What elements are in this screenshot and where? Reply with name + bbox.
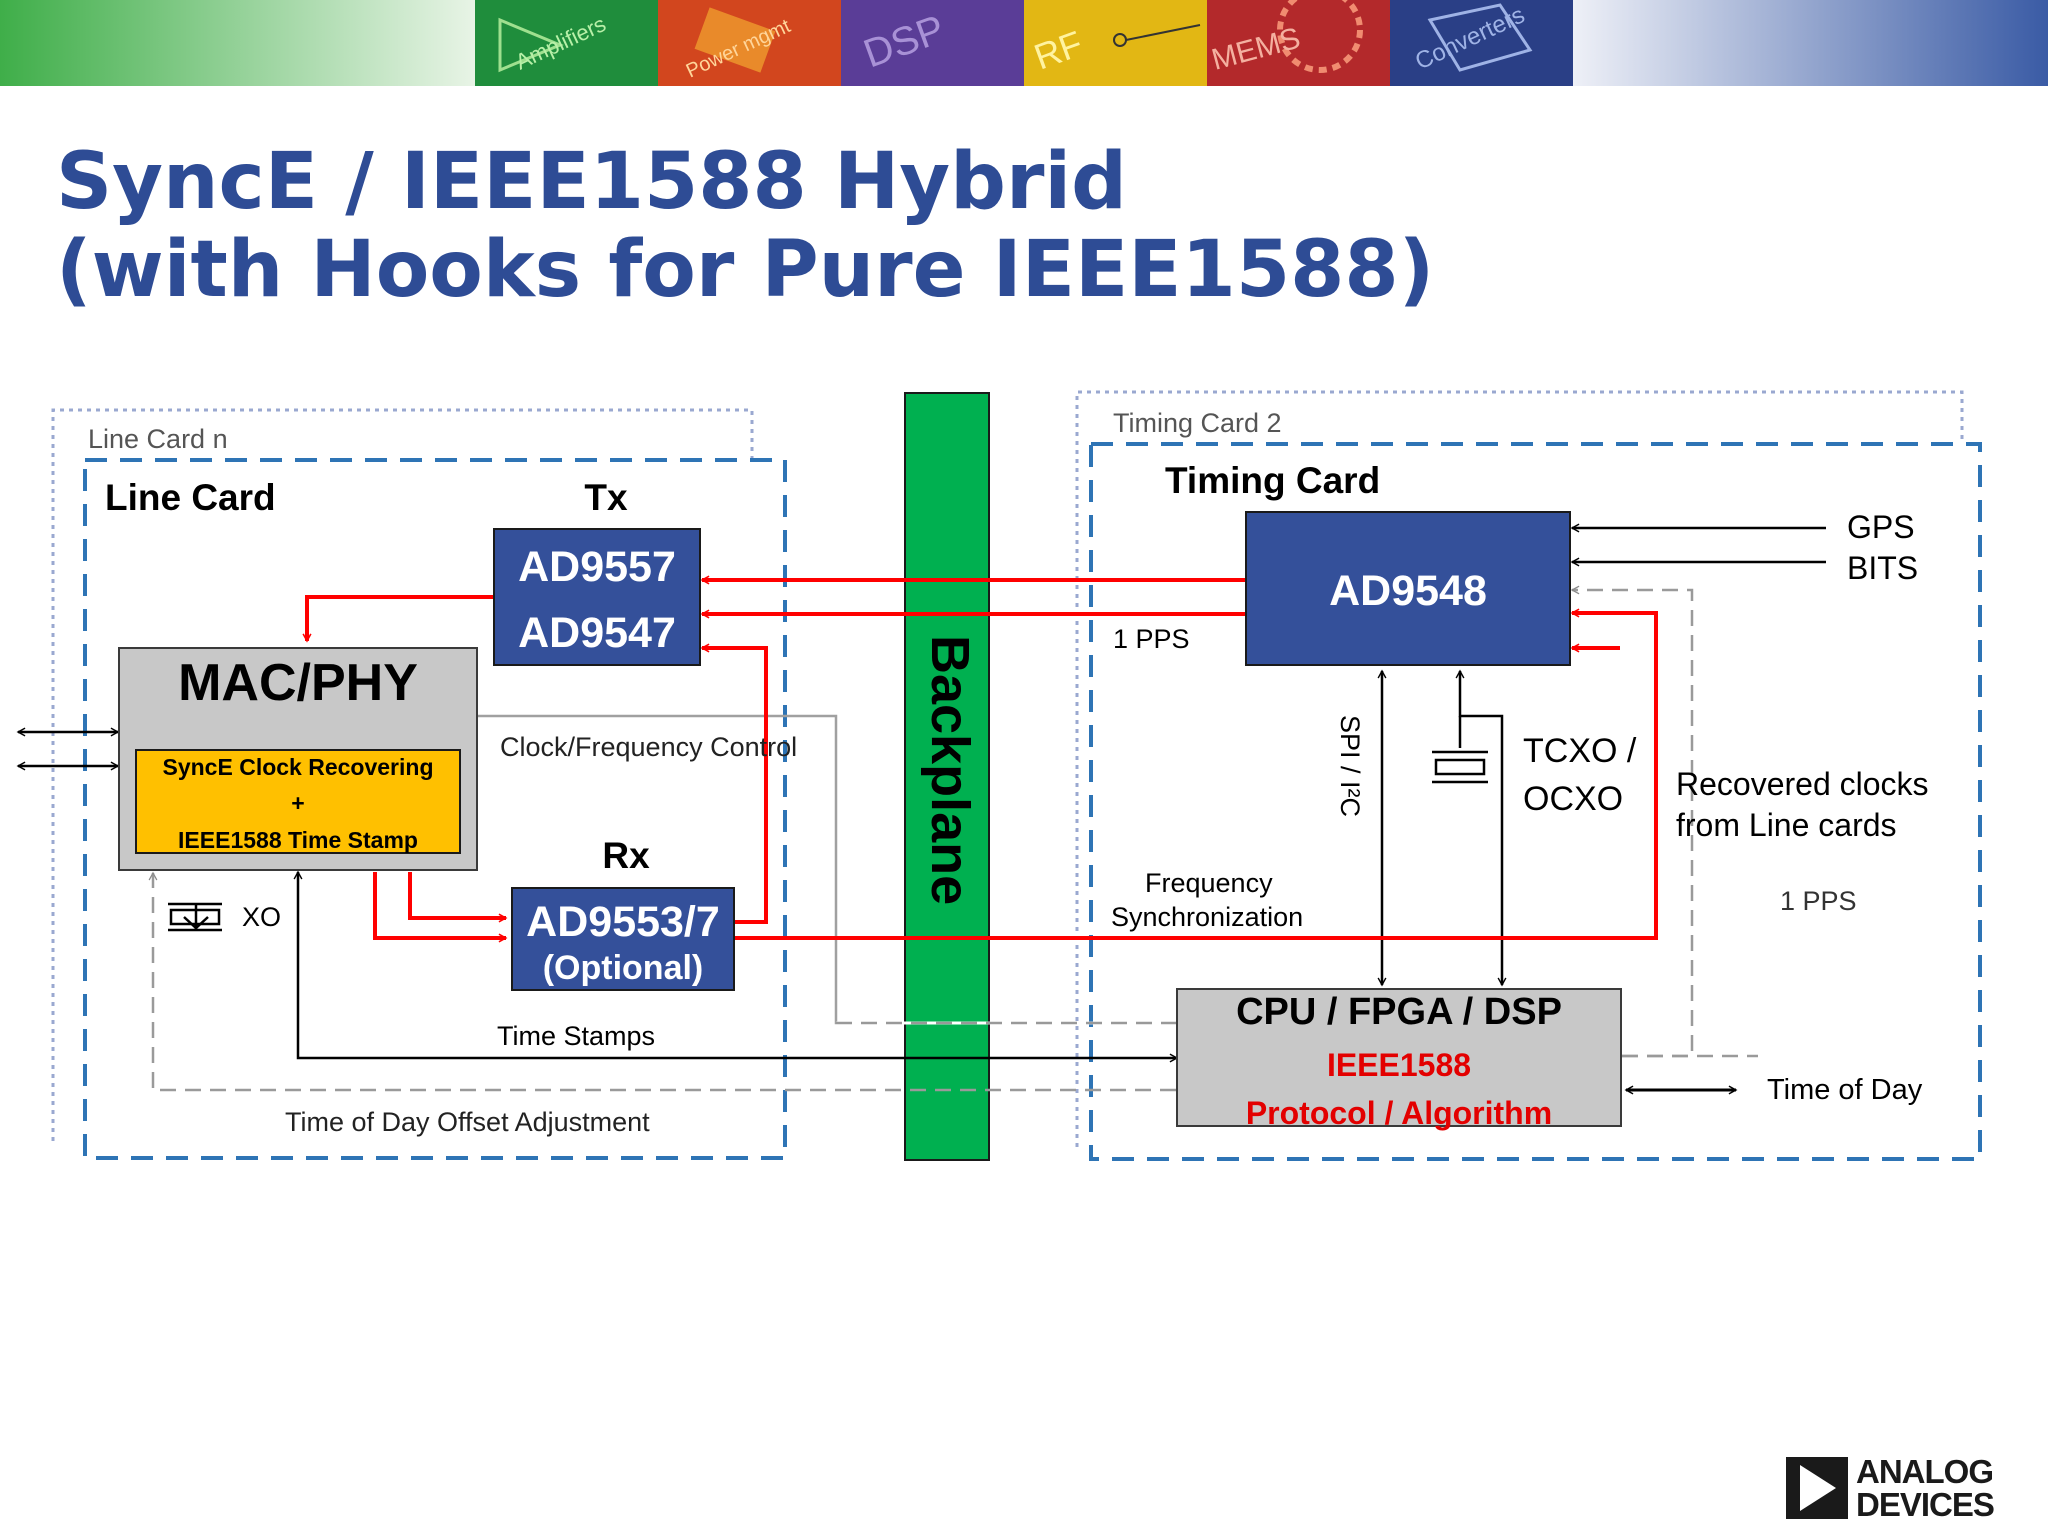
ad9548-block: AD9548 xyxy=(1245,511,1571,666)
tx-block-line1: AD9557 xyxy=(518,543,676,591)
tcxo-label-1: TCXO / xyxy=(1523,732,1637,770)
page-title-line1: SyncE / IEEE1588 Hybrid xyxy=(56,137,1127,227)
spi-i2c-label: SPI / I²C xyxy=(1335,715,1365,817)
pps-right-label: 1 PPS xyxy=(1780,886,1857,916)
rx-label: Rx xyxy=(602,835,650,876)
gps-label: GPS xyxy=(1847,509,1915,545)
banner-tile-rf: RF xyxy=(1024,0,1207,86)
tcxo-line xyxy=(1460,671,1502,985)
rx-block-line2: (Optional) xyxy=(543,949,704,987)
xo-crystal-icon xyxy=(168,902,222,932)
rx-to-tx-feedback-line xyxy=(702,648,768,924)
freq-sync-label-1: Frequency xyxy=(1145,868,1273,898)
recovered-clocks-label-2: from Line cards xyxy=(1676,807,1897,843)
time-stamps-label: Time Stamps xyxy=(497,1021,655,1051)
freq-sync-label-2: Synchronization xyxy=(1111,902,1303,932)
time-stamps-line xyxy=(298,872,1177,1058)
clock-control-label: Clock/Frequency Control xyxy=(500,732,797,762)
banner-tile-dsp: DSP xyxy=(841,0,1024,86)
ad9548-label: AD9548 xyxy=(1329,567,1487,615)
mac-phy-title: MAC/PHY xyxy=(178,654,418,712)
tod-offset-adjust-line xyxy=(153,873,1176,1092)
tx-label: Tx xyxy=(584,477,628,518)
recovered-clocks-label-1: Recovered clocks xyxy=(1676,766,1929,802)
cpu-title: CPU / FPGA / DSP xyxy=(1236,991,1562,1033)
tcxo-crystal-icon xyxy=(1432,716,1488,784)
bits-label: BITS xyxy=(1847,550,1918,586)
line-card-frame xyxy=(83,458,787,1160)
mac-to-rx-line-2 xyxy=(408,872,506,918)
tod-offset-label: Time of Day Offset Adjustment xyxy=(285,1107,650,1137)
logo-line1: ANALOG xyxy=(1856,1453,1994,1490)
synce-plus-label: + xyxy=(291,790,304,816)
xo-label: XO xyxy=(242,902,281,932)
logo-triangle-icon xyxy=(1786,1457,1848,1519)
synce-clock-label: SyncE Clock Recovering xyxy=(163,754,434,780)
cpu-ieee1588-label: IEEE1588 xyxy=(1327,1047,1471,1083)
mac-phy-block: MAC/PHY SyncE Clock Recovering + IEEE158… xyxy=(118,647,478,871)
timing-card-label: Timing Card xyxy=(1165,460,1380,501)
banner-tile-converters: Converters xyxy=(1390,0,1573,86)
tx-block: AD9557 AD9547 xyxy=(493,528,701,666)
banner-tile-power: Power mgmt xyxy=(658,0,841,86)
banner-tile-mems: MEMS xyxy=(1207,0,1390,86)
line-card-n-frame xyxy=(51,408,754,1141)
cpu-protocol-label: Protocol / Algorithm xyxy=(1246,1095,1552,1131)
ieee1588-stamp-label: IEEE1588 Time Stamp xyxy=(178,827,418,853)
tcxo-label-2: OCXO xyxy=(1523,780,1623,818)
analog-devices-logo: ANALOG DEVICES xyxy=(1786,1455,1996,1521)
timing-card-frame xyxy=(1089,442,1982,1161)
cpu-block: CPU / FPGA / DSP IEEE1588 Protocol / Alg… xyxy=(1176,988,1622,1131)
mac-to-rx-line-1 xyxy=(373,872,506,938)
header-banner: Amplifiers Power mgmt DSP RF MEMS Conver… xyxy=(0,0,2048,86)
pps-left-label: 1 PPS xyxy=(1113,624,1190,654)
line-card-label: Line Card xyxy=(105,477,276,518)
tx-to-mac-line xyxy=(307,595,494,641)
page-title-line2: (with Hooks for Pure IEEE1588) xyxy=(56,225,1435,315)
backplane-label: Backplane xyxy=(920,635,980,905)
rx-block: AD9553/7 (Optional) xyxy=(511,887,735,991)
logo-line2: DEVICES xyxy=(1856,1486,1995,1523)
line-card-n-label: Line Card n xyxy=(88,424,228,454)
tx-block-line2: AD9547 xyxy=(518,609,676,657)
recovered-1pps-line xyxy=(1572,590,1694,1058)
timing-card-2-label: Timing Card 2 xyxy=(1113,408,1282,438)
page-title: SyncE / IEEE1588 Hybrid (with Hooks for … xyxy=(56,138,1434,314)
rx-block-line1: AD9553/7 xyxy=(526,898,720,946)
time-of-day-label: Time of Day xyxy=(1767,1074,1923,1106)
timing-card-2-frame xyxy=(1075,390,1964,1147)
recovered-clock-line xyxy=(734,613,1658,940)
banner-tile-amplifiers: Amplifiers xyxy=(475,0,658,86)
